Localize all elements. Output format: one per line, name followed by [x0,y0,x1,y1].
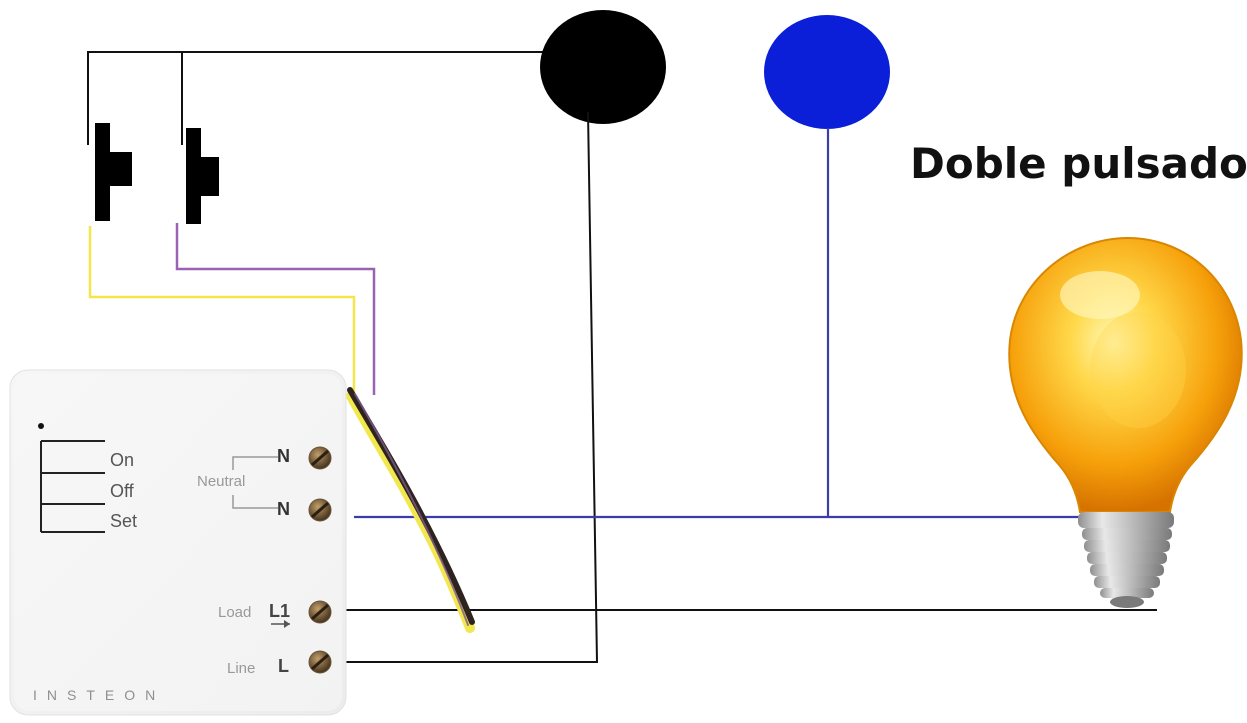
terminal-screw-load [308,600,332,624]
neutral-label: Neutral [197,473,245,490]
insteon-module: On Off Set Neutral N N Load L1 Line L IN… [9,369,347,716]
load-arrow-head [284,620,290,628]
terminal-screw-n2 [308,498,332,522]
push-button-icon [95,123,132,221]
terminal-screw-line [308,650,332,674]
neutral-bracket [232,456,278,509]
wire-purple [175,223,376,395]
line-label: Line [227,660,255,677]
cable-bundle-black [347,387,475,625]
wire-yellow [88,226,356,395]
module-on-label: On [110,450,134,470]
blue-node [764,15,890,129]
diagram-title: Doble pulsador [910,139,1247,188]
status-dot [38,423,44,429]
wire-black-line [326,111,599,663]
push-button-icon [186,128,219,224]
module-off-label: Off [110,481,135,501]
load-label: Load [218,604,251,621]
line-code-label: L [278,656,289,676]
terminal-screw-n1 [308,446,332,470]
terminal-n2-label: N [277,499,290,519]
cable-bundle-purple [354,393,469,626]
module-set-label: Set [110,511,137,531]
light-bulb-icon [1008,236,1243,608]
terminal-n1-label: N [277,446,290,466]
load-code-label: L1 [269,601,290,621]
wire-black-top [87,51,560,145]
black-node [540,10,666,124]
module-brand: INSTEON [33,687,165,703]
